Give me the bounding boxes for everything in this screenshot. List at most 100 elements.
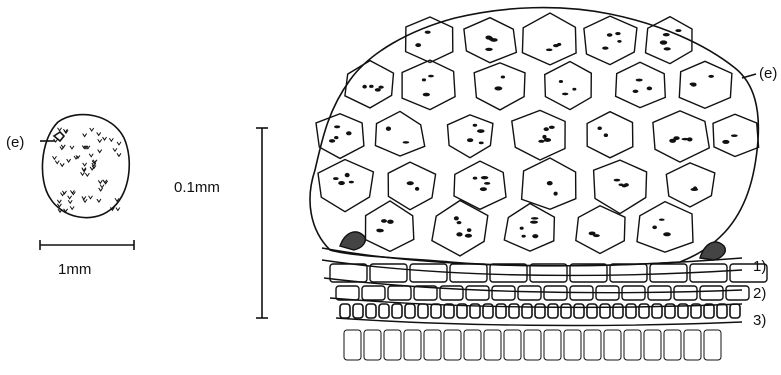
cell-spot — [346, 131, 352, 135]
spore-texture-mark — [58, 128, 62, 131]
spore-texture-mark — [52, 156, 56, 159]
cell-spot — [530, 221, 538, 224]
cell — [388, 162, 435, 210]
cell-spot — [329, 139, 335, 143]
cell-spot — [423, 93, 430, 97]
cell — [448, 115, 493, 158]
spore-texture-mark — [90, 128, 94, 131]
layer-cell — [564, 330, 581, 360]
layer-cell — [466, 286, 489, 300]
spore-texture-mark — [97, 199, 101, 202]
layer-cell — [522, 304, 532, 318]
cell-spot — [378, 86, 383, 89]
spore-texture-mark — [70, 190, 74, 193]
cell-spot — [546, 48, 553, 51]
spore-texture-mark — [55, 161, 59, 164]
layer-cell — [524, 330, 541, 360]
spore-texture-mark — [117, 142, 121, 145]
small-e-protrusion — [54, 132, 64, 141]
cell-spot — [428, 75, 434, 78]
cell-spot — [522, 235, 526, 238]
spore-texture-mark — [98, 180, 102, 183]
layer-cell — [444, 304, 454, 318]
layer-cell — [366, 304, 376, 318]
layer-cell — [384, 330, 401, 360]
layer-cell — [418, 304, 428, 318]
small-spore-outline — [42, 115, 129, 218]
cell-spot — [386, 126, 391, 130]
cell — [545, 62, 592, 110]
cell-spot — [673, 136, 679, 140]
cell-spot — [664, 47, 671, 50]
left-bump — [340, 232, 365, 250]
cell-spot — [338, 181, 345, 185]
scale-1mm-label: 1mm — [58, 262, 91, 277]
cell — [616, 62, 666, 107]
spore-texture-mark — [83, 199, 87, 202]
layer-cell — [700, 286, 723, 300]
layer-cell — [584, 330, 601, 360]
cell-spot — [622, 184, 627, 187]
cell — [637, 202, 693, 253]
cell — [594, 160, 647, 214]
layer-cell — [340, 304, 350, 318]
cell — [679, 61, 732, 108]
cell-spot — [334, 136, 338, 139]
cell — [406, 17, 453, 63]
cell-spot — [722, 140, 729, 144]
cell — [584, 16, 637, 65]
cell-spot — [349, 181, 354, 184]
layer-2-label: 2) — [753, 286, 766, 301]
cell-spot — [403, 141, 410, 143]
cell-spot — [602, 47, 608, 50]
layer-cell — [344, 330, 361, 360]
spore-texture-mark — [68, 196, 72, 199]
cell-spot — [604, 133, 608, 137]
cell-spot — [557, 43, 561, 46]
cell-spot — [334, 125, 340, 128]
cell — [653, 111, 709, 162]
cell-spot — [490, 38, 498, 42]
cell — [504, 204, 554, 252]
spore-texture-mark — [117, 153, 121, 156]
cell — [366, 201, 414, 252]
cell-spot — [547, 181, 553, 185]
cell-spot — [520, 227, 524, 230]
cell-spot — [652, 226, 657, 230]
cell-spot — [549, 126, 555, 129]
layer-cell — [574, 304, 584, 318]
cell-spot — [633, 90, 639, 93]
spore-texture-mark — [67, 159, 71, 162]
layer-cell — [610, 264, 647, 282]
layer-cell — [644, 330, 661, 360]
cell-spot — [485, 48, 493, 51]
cell-spot — [554, 192, 558, 196]
cell-spot — [617, 40, 621, 43]
cell-spot — [422, 78, 426, 81]
cell-spot — [465, 234, 472, 238]
layer-cell — [484, 330, 501, 360]
layer-cell — [424, 330, 441, 360]
layer-cell — [684, 330, 701, 360]
layer-cell — [431, 304, 441, 318]
cell-spot — [660, 40, 668, 44]
layer-cell — [730, 304, 740, 318]
cell-spot — [615, 32, 620, 35]
cell-spot — [415, 187, 419, 191]
layer-cell — [664, 330, 681, 360]
layer-cell — [392, 304, 402, 318]
scale-bar-1mm — [40, 240, 134, 250]
layer-cell — [626, 304, 636, 318]
cell — [666, 163, 715, 207]
layer-cell — [604, 330, 621, 360]
large-body-outline — [310, 8, 758, 266]
layer-cell — [535, 304, 545, 318]
layer-cell — [405, 304, 415, 318]
cell — [512, 110, 565, 160]
spore-texture-mark — [103, 137, 107, 140]
cell-spot — [467, 138, 473, 142]
cell-spot — [663, 232, 671, 236]
cell-spot — [559, 80, 563, 83]
layer-cell — [404, 330, 421, 360]
layer-cell — [570, 264, 607, 282]
